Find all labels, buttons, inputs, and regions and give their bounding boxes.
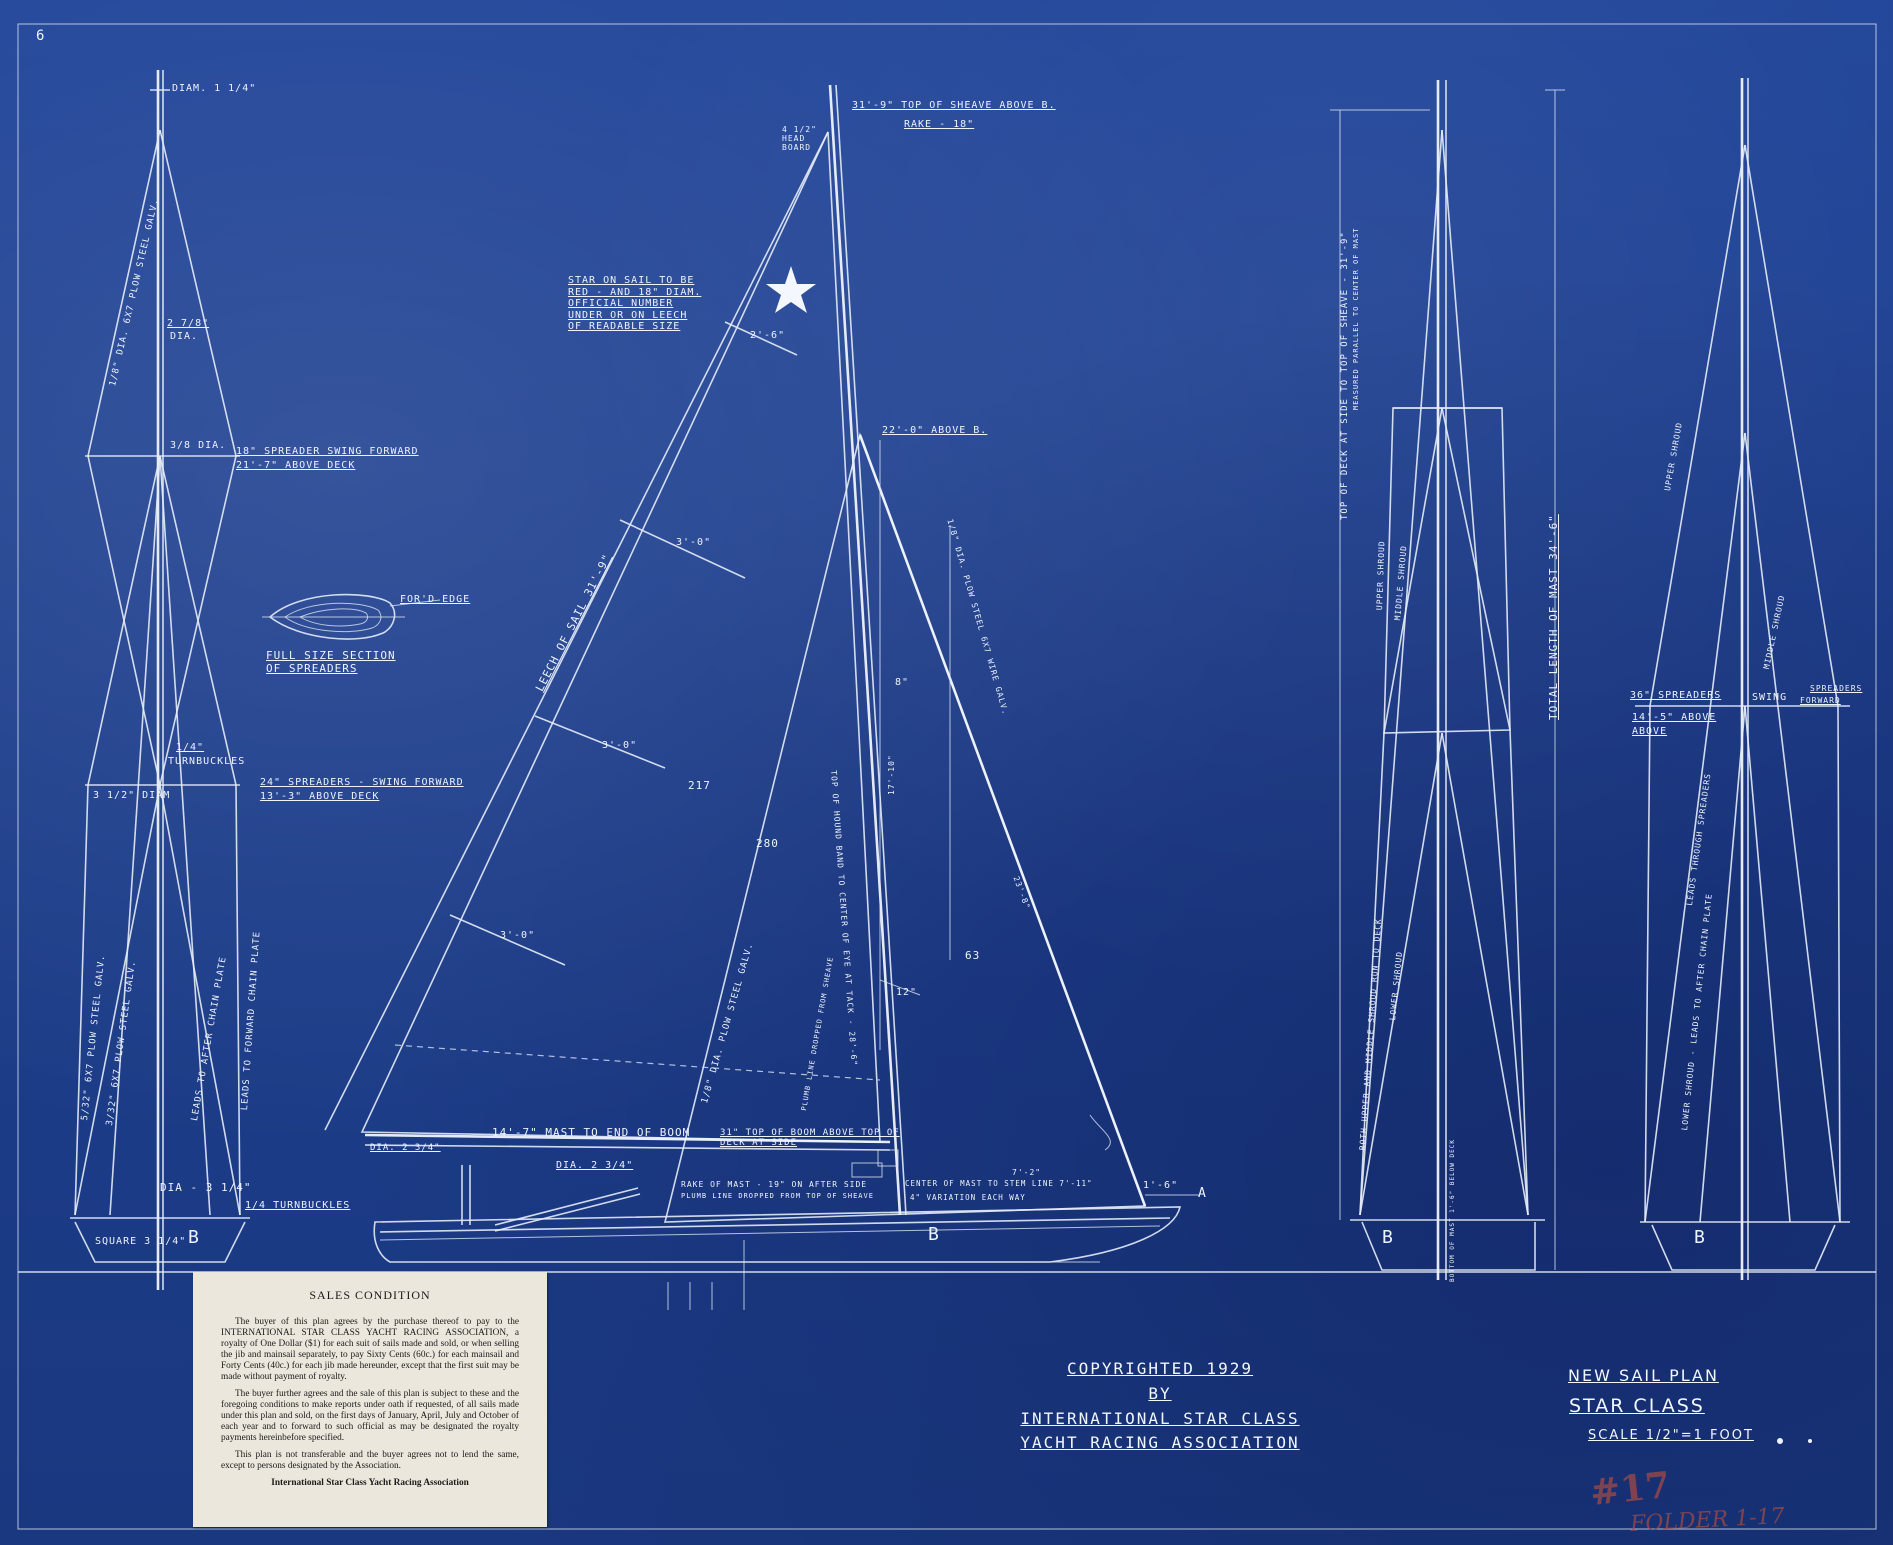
label-batten-4: 3'-0" xyxy=(500,930,536,941)
label-dia-38: 3/8 DIA. xyxy=(170,440,227,451)
copyright-line4: YACHT RACING ASSOCIATION xyxy=(1020,1433,1300,1453)
label-batten-2: 3'-0" xyxy=(676,537,712,548)
label-dim-17: 17'-10" xyxy=(887,754,896,795)
sales-condition-signature: International Star Class Yacht Racing As… xyxy=(271,1477,469,1488)
label-center-mast: CENTER OF MAST TO STEM LINE 7'-11" xyxy=(905,1179,1093,1188)
label-swing: SWING xyxy=(1752,692,1788,703)
border-frame xyxy=(17,23,1877,1530)
sales-condition-paragraph: The buyer further agrees and the sale of… xyxy=(221,1388,519,1443)
marker-b-right: B xyxy=(1694,1227,1706,1248)
label-foot-note: BOTTOM OF MAST 1'-6" BELOW DECK xyxy=(1449,1139,1456,1282)
label-full-size-section: FULL SIZE SECTION xyxy=(266,649,396,662)
ink-dot xyxy=(1808,1439,1812,1443)
title-new-sail-plan: NEW SAIL PLAN xyxy=(1568,1366,1719,1385)
right-mast-diagram xyxy=(1635,78,1850,1280)
sales-condition-paragraph: This plan is not transferable and the bu… xyxy=(221,1449,519,1471)
label-batten-1: 2'-6" xyxy=(750,330,786,341)
label-side-top-note2: MEASURED PARALLEL TO CENTER OF MAST xyxy=(1352,227,1360,410)
label-dim-8: 8" xyxy=(895,677,910,688)
label-spreader-18: 18" SPREADER SWING FORWARD xyxy=(236,446,419,457)
label-turnbuckles: TURNBUCKLES xyxy=(168,756,246,767)
main-sail-plan xyxy=(324,84,1200,1310)
label-of-spreaders: OF SPREADERS xyxy=(266,662,358,675)
label-area-63: 63 xyxy=(965,949,981,962)
sales-condition-heading: SALES CONDITION xyxy=(309,1288,431,1302)
label-plumb-line: PLUMB LINE DROPPED FROM TOP OF SHEAVE xyxy=(681,1192,874,1200)
ink-dot xyxy=(1777,1438,1783,1444)
label-variation: 4" VARIATION EACH WAY xyxy=(910,1193,1026,1202)
label-rake: RAKE - 18" xyxy=(904,119,975,130)
label-square: SQUARE 3 1/4" xyxy=(95,1236,187,1247)
marker-b-left: B xyxy=(188,1227,200,1248)
side-mast-diagram xyxy=(1330,80,1565,1280)
label-area-217: 217 xyxy=(688,779,711,792)
label-turnbuckle-14: 1/4" xyxy=(176,742,205,753)
page-number: 6 xyxy=(36,28,46,44)
sales-condition-paragraph: The buyer of this plan agrees by the pur… xyxy=(221,1317,519,1382)
copyright-line3: INTERNATIONAL STAR CLASS xyxy=(1020,1408,1300,1428)
star-note-line: OF READABLE SIZE xyxy=(568,321,681,332)
title-scale: SCALE 1/2"=1 FOOT xyxy=(1588,1428,1754,1443)
label-spreader-18-height: 21'-7" ABOVE DECK xyxy=(236,460,356,471)
label-dia-234b: DIA. 2 3/4" xyxy=(556,1160,634,1171)
label-dim-12: 12" xyxy=(896,987,918,998)
star-note-line: RED - AND 18" DIAM. xyxy=(568,286,702,298)
marker-b-side: B xyxy=(1382,1227,1394,1248)
label-right-above: ABOVE xyxy=(1632,726,1668,737)
label-area-280: 280 xyxy=(756,837,779,850)
star-note-line: UNDER OR ON LEECH xyxy=(568,309,688,321)
label-head-board: 4 1/2" HEAD BOARD xyxy=(782,125,817,153)
spreader-section-drawing xyxy=(262,593,441,640)
label-dim-7-2: 7'-2" xyxy=(1012,1168,1042,1177)
label-side-top-note: TOP OF DECK AT SIDE TO TOP OF SHEAVE - 3… xyxy=(1340,231,1350,520)
marker-b-center: B xyxy=(928,1224,940,1245)
marker-a: A xyxy=(1198,1186,1207,1201)
label-boom-height: 31" TOP OF BOOM ABOVE TOP OF DECK AT SID… xyxy=(720,1128,900,1149)
label-boom-length: 14'-7" MAST TO END OF BOOM xyxy=(492,1126,691,1139)
star-note-line: STAR ON SAIL TO BE xyxy=(568,275,695,286)
star-note-line: OFFICIAL NUMBER xyxy=(568,298,674,309)
label-right-height: 14'-5" ABOVE xyxy=(1632,712,1717,723)
label-spreader-24: 24" SPREADERS - SWING FORWARD xyxy=(260,777,464,788)
label-forward-word: FORWARD xyxy=(1800,696,1841,705)
label-batten-3: 3'-0" xyxy=(602,740,638,751)
label-rake-of-mast: RAKE OF MAST - 19" ON AFTER SIDE xyxy=(681,1180,868,1189)
label-dia-234: DIA. 2 3/4" xyxy=(370,1143,441,1153)
star-symbol xyxy=(766,266,816,313)
label-dia-278: 2 7/8" xyxy=(167,318,210,329)
copyright-block: COPYRIGHTED 1929 BY INTERNATIONAL STAR C… xyxy=(1010,1357,1310,1456)
label-above-b: 22'-0" ABOVE B. xyxy=(882,425,988,436)
star-note: STAR ON SAIL TO BE RED - AND 18" DIAM. O… xyxy=(568,275,701,333)
copyright-line1: COPYRIGHTED 1929 xyxy=(1066,1359,1254,1378)
label-total-length: TOTAL LENGTH OF MAST 34'-6" xyxy=(1547,514,1560,720)
label-dia-bottom: DIA - 3 1/4" xyxy=(160,1181,252,1194)
pencil-number: #17 xyxy=(1588,1463,1673,1515)
label-dia-word: DIA. xyxy=(170,331,199,342)
label-spreaders-36: 36" SPREADERS xyxy=(1630,690,1722,701)
label-dia-312: 3 1/2" DIAM xyxy=(93,790,171,801)
title-star-class: STAR CLASS xyxy=(1569,1395,1705,1417)
label-spreader-24-height: 13'-3" ABOVE DECK xyxy=(260,791,380,802)
label-fwd-edge: FOR'D EDGE xyxy=(400,594,471,605)
label-bow-dim: 1'-6" xyxy=(1143,1180,1179,1191)
left-mast-diagram xyxy=(70,70,250,1290)
label-diam-top: DIAM. 1 1/4" xyxy=(172,83,257,94)
label-spreaders-word: SPREADERS xyxy=(1810,684,1863,693)
sales-condition-card: SALES CONDITION The buyer of this plan a… xyxy=(193,1272,547,1527)
label-top-sheave: 31'-9" TOP OF SHEAVE ABOVE B. xyxy=(852,100,1056,111)
copyright-line2: BY xyxy=(1148,1383,1172,1403)
label-turnbuckle-bottom: 1/4 TURNBUCKLES xyxy=(245,1200,351,1211)
